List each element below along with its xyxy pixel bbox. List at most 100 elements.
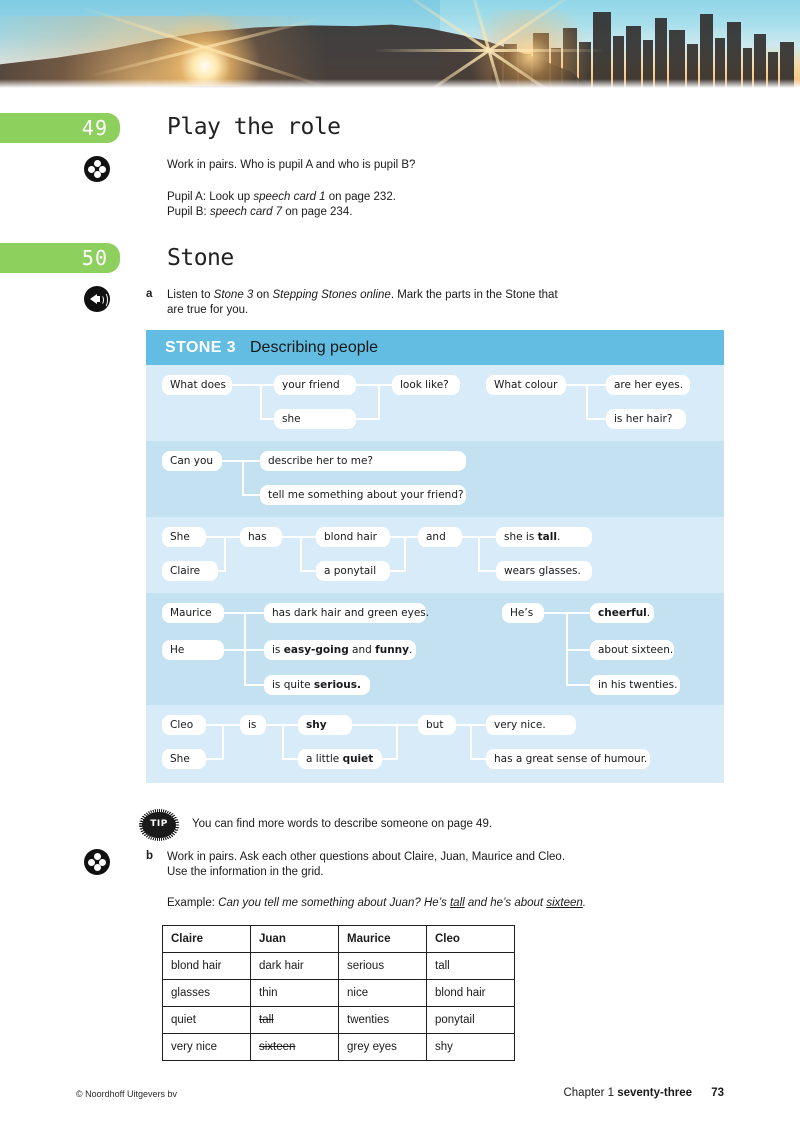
stone-cell: shy: [298, 715, 352, 735]
stone-cell: has a great sense of humour.: [486, 749, 650, 769]
example-underline-2: sixteen: [546, 897, 583, 909]
stone-cell: but: [418, 715, 456, 735]
table-cell: ponytail: [426, 1006, 515, 1034]
stone-cell: describe her to me?: [260, 451, 466, 471]
column-header: Claire: [162, 925, 251, 953]
stone-cell: are her eyes.: [606, 375, 690, 395]
pair-work-icon: [84, 849, 110, 875]
section-number-49: 49: [81, 116, 108, 140]
stone-cell: a little quiet: [298, 749, 382, 769]
section-tab-50: 50: [0, 243, 120, 273]
stone-label: STONE 3: [165, 339, 236, 356]
column-header: Maurice: [338, 925, 427, 953]
pupil-b-prefix: Pupil B:: [167, 206, 210, 218]
stone-cell: Claire: [162, 561, 218, 581]
stone-cell: Cleo: [162, 715, 206, 735]
example-text-1: Can you tell me something about Juan? He…: [218, 897, 450, 909]
stone-cell: He’s: [502, 603, 544, 623]
column-header: Cleo: [426, 925, 515, 953]
task-a-text-1: Listen to: [167, 289, 214, 301]
stone-cell: very nice.: [486, 715, 576, 735]
exercise-50a-letter: a: [146, 288, 153, 300]
stone-cell: cheerful.: [590, 603, 654, 623]
sun-flare-left: [145, 6, 265, 86]
stone-cell: has dark hair and green eyes.: [264, 603, 429, 623]
stone-cell: has: [240, 527, 282, 547]
stone-cell: blond hair: [316, 527, 390, 547]
table-cell: quiet: [162, 1006, 251, 1034]
section-title-49: Play the role: [167, 114, 341, 140]
stone-cell: What colour: [486, 375, 566, 395]
table-cell: nice: [338, 979, 427, 1007]
tip-text: You can find more words to describe some…: [192, 818, 493, 830]
stone-cell: is: [240, 715, 266, 735]
page-number: 73: [711, 1087, 724, 1099]
table-cell: blond hair: [426, 979, 515, 1007]
stone-cell: she is tall.: [496, 527, 592, 547]
city-skyline: [374, 0, 800, 88]
stone-cell: Can you: [162, 451, 222, 471]
table-cell: glasses: [162, 979, 251, 1007]
stone-cell: tell me something about your friend?: [260, 485, 466, 505]
stone-row-5: Cleo is shy but very nice. She a little …: [146, 705, 724, 783]
task-b-line-2: Use the information in the grid.: [167, 866, 324, 878]
tip-badge-icon: TIP: [139, 809, 179, 841]
task-a-text-4: are true for you.: [167, 304, 249, 316]
table-cell: tall: [426, 952, 515, 980]
pupil-a-card: speech card 1: [253, 191, 326, 203]
exercise-50a-instruction: Listen to Stone 3 on Stepping Stones onl…: [167, 288, 627, 318]
exercise-49-instruction: Work in pairs. Who is pupil A and who is…: [167, 159, 416, 171]
column-header: Juan: [250, 925, 339, 953]
stone-cell: wears glasses.: [496, 561, 592, 581]
table-cell: sixteen: [250, 1033, 339, 1061]
stone-cell: She: [162, 749, 206, 769]
task-a-stone-ref: Stone 3: [213, 289, 254, 301]
stone-row-2: Can you describe her to me? tell me some…: [146, 441, 724, 517]
table-cell: shy: [426, 1033, 515, 1061]
exercise-50b-letter: b: [146, 850, 154, 862]
exercise-49-pupil-a: Pupil A: Look up speech card 1 on page 2…: [167, 190, 687, 205]
stone-cell: about sixteen.: [590, 640, 674, 660]
stone-cell: and: [418, 527, 462, 547]
pupil-a-suffix: on page 232.: [325, 191, 396, 203]
header-banner-image: [0, 0, 800, 88]
table-cell: dark hair: [250, 952, 339, 980]
audio-icon[interactable]: [84, 286, 110, 312]
section-tab-49: 49: [0, 113, 120, 143]
stone-cell: He: [162, 640, 224, 660]
exercise-50b-example: Example: Can you tell me something about…: [167, 896, 687, 911]
stone-cell: is easy-going and funny.: [264, 640, 416, 660]
table-header-row: Claire Juan Maurice Cleo: [162, 925, 515, 953]
task-a-online-ref: Stepping Stones online: [272, 289, 391, 301]
banner-bottom-fade: [0, 79, 800, 88]
table-cell: very nice: [162, 1033, 251, 1061]
stone-cell: Maurice: [162, 603, 224, 623]
example-text-2: and he’s about: [464, 897, 547, 909]
tip-badge-label: TIP: [150, 819, 168, 829]
stone-row-4: Maurice has dark hair and green eyes. He…: [146, 593, 724, 705]
stone-cell: is quite serious.: [264, 675, 370, 695]
page-word: seventy-three: [617, 1087, 692, 1099]
stone-cell: in his twenties.: [590, 675, 680, 695]
chapter-label: Chapter 1: [563, 1087, 614, 1099]
pupil-b-suffix: on page 234.: [282, 206, 353, 218]
stone-header: STONE 3 Describing people: [146, 330, 724, 365]
task-b-line-1: Work in pairs. Ask each other questions …: [167, 851, 566, 863]
stone-cell: a ponytail: [316, 561, 390, 581]
stone-cell: your friend: [274, 375, 356, 395]
pupil-b-card: speech card 7: [209, 206, 283, 218]
stone-cell: look like?: [392, 375, 460, 395]
task-a-text-3: . Mark the parts in the Stone that: [390, 289, 558, 301]
table-cell: blond hair: [162, 952, 251, 980]
stone-cell: she: [274, 409, 356, 429]
stone-subtitle: Describing people: [250, 339, 379, 356]
copyright-notice: © Noordhoff Uitgevers bv: [76, 1089, 178, 1099]
example-underline-1: tall: [449, 897, 465, 909]
example-label: Example:: [167, 897, 219, 909]
stone-cell: She: [162, 527, 206, 547]
table-cell: thin: [250, 979, 339, 1007]
